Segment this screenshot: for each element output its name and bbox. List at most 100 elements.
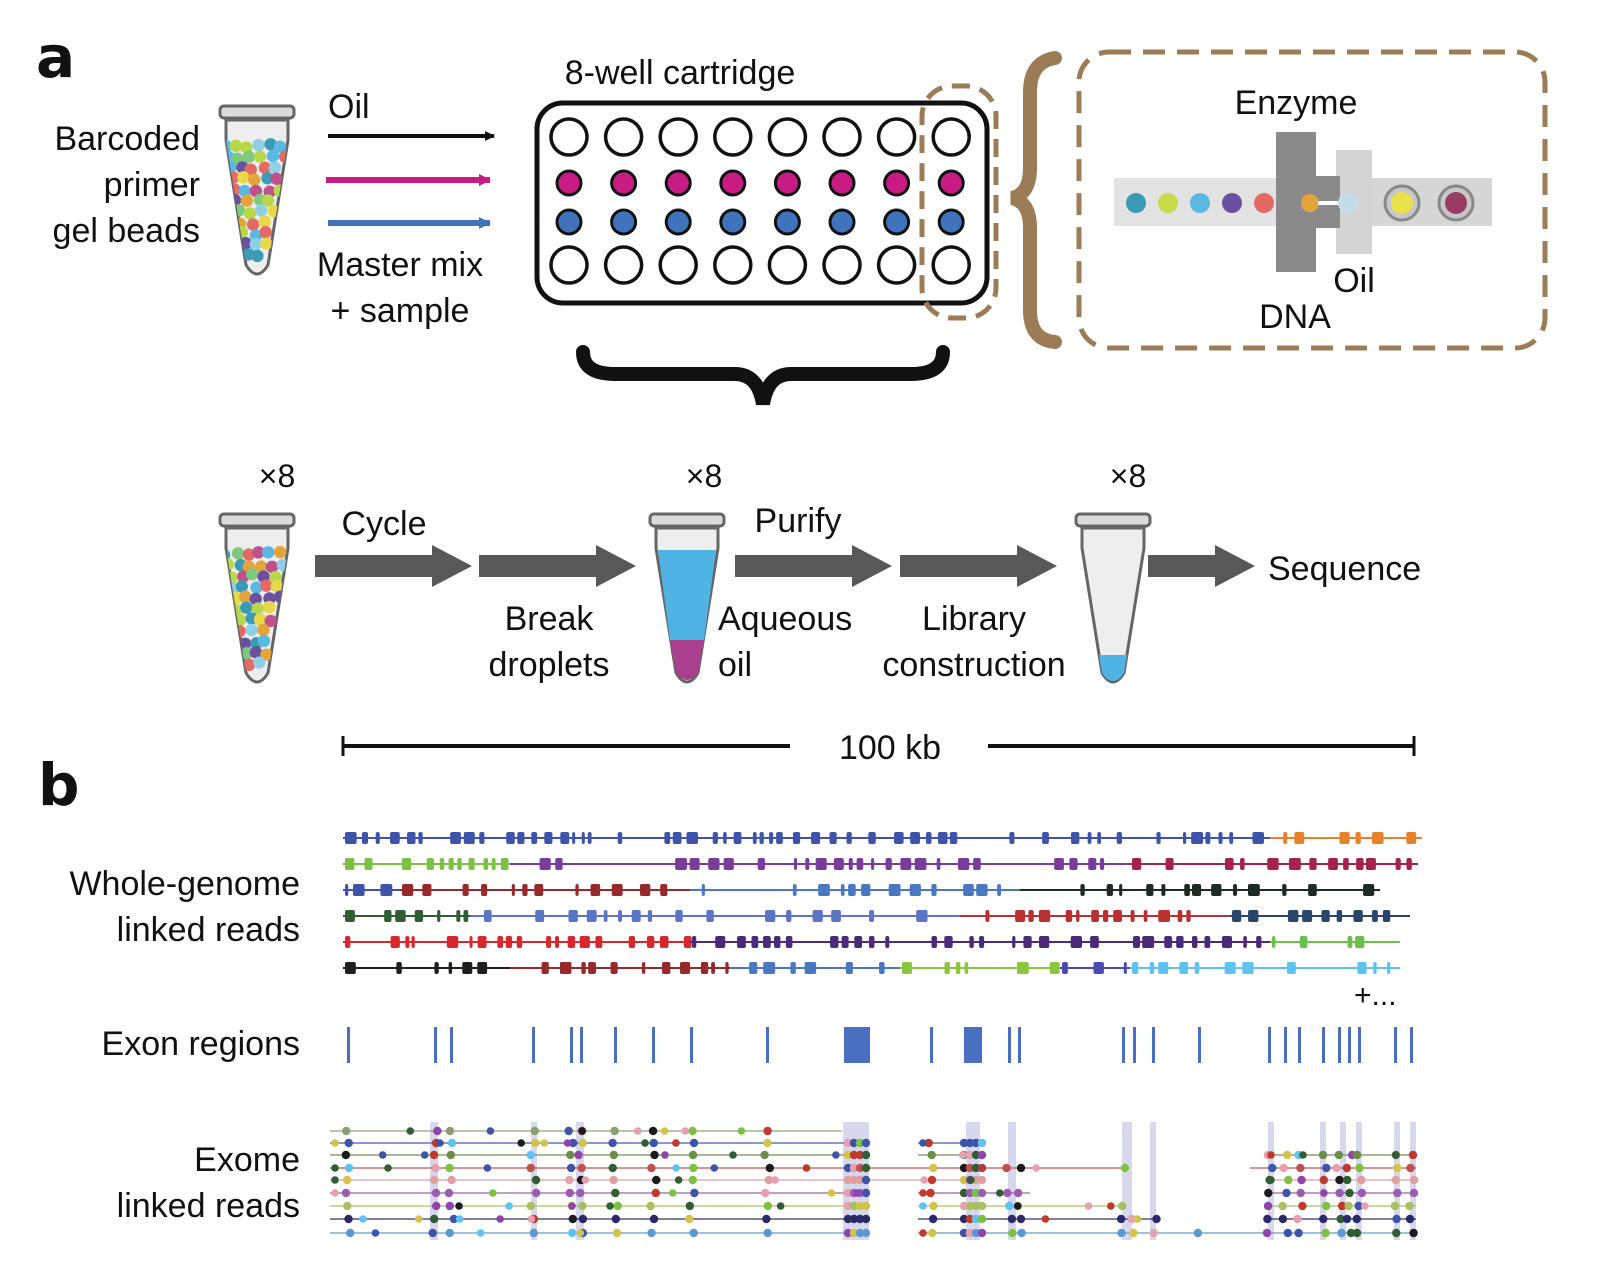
cartridge-well [767, 117, 808, 157]
cartridge-well [549, 245, 589, 285]
read-block [1132, 858, 1142, 870]
read-block [833, 858, 844, 870]
cartridge-well [931, 117, 971, 157]
read-block [479, 832, 485, 844]
exome-read-dot [971, 1228, 981, 1238]
exome-read-dot [688, 1126, 697, 1136]
exome-read-dot [445, 1228, 454, 1238]
read-block [1355, 832, 1361, 844]
read-block [1343, 858, 1349, 870]
read-block [505, 936, 513, 948]
exome-read-dot [855, 1201, 865, 1211]
exome-read-dot [843, 1138, 853, 1148]
exome-read-dot [633, 1127, 642, 1135]
read-block [831, 910, 841, 922]
read-block [672, 832, 682, 844]
exome-read-dot [371, 1229, 380, 1237]
gel-bead [251, 249, 264, 263]
exome-read-dot [1408, 1150, 1418, 1160]
gel-bead [238, 637, 252, 650]
read-block [1186, 910, 1191, 922]
read-block [414, 910, 424, 922]
exome-read-dot [331, 1164, 339, 1172]
exome-read-dot [849, 1138, 859, 1148]
exome-read-dot [926, 1188, 935, 1198]
read-block [879, 962, 885, 974]
gel-bead [264, 614, 277, 628]
exon-region [1122, 1027, 1125, 1063]
exome-read-dot [1346, 1228, 1356, 1238]
exon-region [450, 1027, 453, 1063]
read-block [411, 936, 415, 948]
gel-bead [261, 194, 275, 207]
exon-region [434, 1027, 437, 1063]
exome-read-dot [1405, 1214, 1415, 1224]
read-block [916, 910, 928, 922]
zoom-oil-label: Oil [1333, 262, 1375, 300]
read-block [483, 858, 489, 870]
exome-read-dot [529, 1228, 538, 1238]
cartridge-well [822, 245, 862, 285]
read-block [426, 858, 434, 870]
exome-read-dot [965, 1163, 975, 1173]
read-block [1091, 910, 1099, 922]
microfluidic-junction-icon [1114, 132, 1492, 272]
gel-bead [260, 579, 273, 592]
cartridge-well [603, 245, 644, 285]
library-label-line1: Library [922, 600, 1026, 638]
exome-read-dot [977, 1138, 987, 1148]
exon-region [1394, 1027, 1397, 1063]
exome-read-dot [343, 1201, 352, 1211]
exome-read-dot [608, 1163, 617, 1173]
read-block [931, 884, 937, 896]
exome-read-dot [540, 1139, 549, 1147]
exome-read-dot [855, 1150, 865, 1160]
exome-read-dot [978, 1164, 986, 1172]
exome-read-dot [420, 1151, 429, 1159]
exome-read-dot [641, 1139, 649, 1147]
exome-read-dot [436, 1139, 444, 1147]
exome-read-dot [1355, 1163, 1364, 1173]
exome-read-dot [1337, 1201, 1347, 1211]
sequence-label: Sequence [1268, 550, 1421, 588]
exome-label-line2: linked reads [117, 1187, 300, 1225]
gel-bead [246, 218, 260, 231]
read-block [628, 936, 636, 948]
panel-a-letter: a [36, 23, 75, 91]
exome-read-dot [690, 1188, 699, 1198]
read-block [1088, 858, 1097, 870]
exome-read-dot [414, 1215, 423, 1223]
gel-bead [261, 172, 274, 185]
exome-read-dot [608, 1138, 617, 1148]
read-block [765, 910, 776, 922]
read-block [1232, 910, 1242, 922]
exon-region [1198, 1027, 1201, 1063]
read-block [1165, 858, 1174, 870]
exome-read-dot [928, 1228, 937, 1238]
cycle-tube-icon [218, 512, 296, 684]
read-block [868, 832, 876, 844]
read-block [450, 832, 461, 844]
read-block [752, 832, 757, 844]
exon-region [532, 1027, 535, 1063]
exome-read-dot [967, 1176, 975, 1184]
gel-bead [250, 581, 263, 594]
read-block [581, 962, 586, 974]
cartridge-well-magenta [719, 169, 747, 197]
exome-read-dot [1263, 1201, 1273, 1211]
read-block [448, 858, 454, 870]
read-block [483, 910, 492, 922]
read-block [1267, 858, 1279, 870]
read-block [683, 936, 692, 948]
read-block [1221, 936, 1233, 948]
read-block [345, 936, 351, 948]
read-block [1386, 962, 1391, 974]
cartridge-wells [549, 117, 971, 285]
exome-read-dot [1118, 1201, 1127, 1211]
gel-bead [242, 658, 256, 672]
gel-bead [232, 204, 246, 217]
gel-bead [266, 149, 280, 163]
read-block [446, 936, 459, 948]
read-block [481, 884, 488, 896]
read-block [841, 936, 849, 948]
